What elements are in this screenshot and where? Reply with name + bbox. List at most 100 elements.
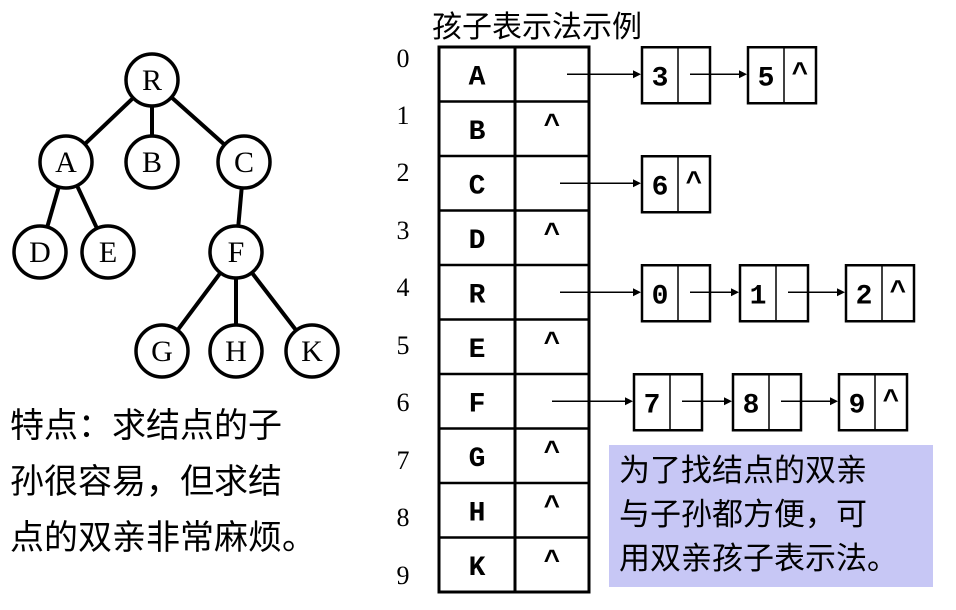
table-row-5: E^ xyxy=(439,318,589,366)
row-data: C xyxy=(469,171,486,202)
arrow-head xyxy=(633,70,641,79)
tree-node-circle xyxy=(38,134,94,190)
row-index-0: 0 xyxy=(396,44,410,73)
child-node-box xyxy=(640,46,712,105)
table-row-7: G^ xyxy=(439,427,589,475)
table-row-9: K^ xyxy=(439,536,589,584)
tree-node-label: D xyxy=(29,236,51,269)
child-node-3: 3 xyxy=(640,46,712,105)
tree-edge-A-E xyxy=(75,184,99,230)
table-row-2: C xyxy=(439,154,589,202)
tree-node-label: C xyxy=(234,146,254,179)
tree-node-label: E xyxy=(99,236,117,269)
child-node-9: 9^ xyxy=(837,373,909,432)
row-index-3: 3 xyxy=(396,216,410,245)
arrow-head xyxy=(724,397,732,406)
table-row-4: R xyxy=(439,263,589,311)
tree-edge-F-K xyxy=(250,271,298,332)
tree-node-circle xyxy=(124,52,180,108)
tree-node-b: B xyxy=(124,134,180,190)
left-note-line-2: 孙很容易，但求结 xyxy=(10,462,282,502)
child-node-5: 5^ xyxy=(746,46,818,105)
null-pointer: ^ xyxy=(883,386,900,417)
tree-node-label: F xyxy=(228,236,245,269)
tree-edge-A-D xyxy=(45,186,61,228)
tree-node-circle xyxy=(208,323,264,379)
arrow-head xyxy=(837,288,845,297)
row-index-8: 8 xyxy=(396,503,410,532)
child-node-box xyxy=(640,264,712,323)
child-index: 5 xyxy=(758,63,775,94)
tree-node-label: H xyxy=(225,335,247,368)
row-data: D xyxy=(469,226,486,257)
tree-node-label: B xyxy=(142,146,162,179)
child-index: 9 xyxy=(849,390,866,421)
arrow-head xyxy=(731,288,739,297)
left-note-line-1: 特点：求结点的子 xyxy=(10,406,282,446)
hint-box: 为了找结点的双亲 与子孙都方便，可 用双亲孩子表示法。 xyxy=(609,445,933,587)
child-node-6: 6^ xyxy=(640,155,712,214)
tree-node-circle xyxy=(12,224,68,280)
child-node-box xyxy=(731,373,803,432)
node-table: AB^CD^RE^FG^H^K^ xyxy=(437,45,591,594)
row-index-5: 5 xyxy=(396,331,410,360)
tree-node-circle xyxy=(208,224,264,280)
child-node-box xyxy=(844,264,916,323)
tree-node-a: A xyxy=(38,134,94,190)
child-node-7: 7 xyxy=(632,373,704,432)
left-note: 特点：求结点的子 孙很容易，但求结 点的双亲非常麻烦。 xyxy=(10,398,370,566)
row-index-9: 9 xyxy=(396,561,410,590)
null-pointer: ^ xyxy=(544,547,561,578)
row-index-1: 1 xyxy=(396,101,410,130)
child-index: 6 xyxy=(652,172,669,203)
child-node-box xyxy=(746,46,818,105)
table-row-6: F xyxy=(439,372,589,420)
null-pointer: ^ xyxy=(792,59,809,90)
child-index: 1 xyxy=(750,281,767,312)
child-index: 8 xyxy=(743,390,760,421)
child-node-0: 0 xyxy=(640,264,712,323)
tree-node-c: C xyxy=(216,134,272,190)
row-data: E xyxy=(469,335,486,366)
row-data: F xyxy=(469,389,486,420)
row-index-6: 6 xyxy=(396,388,410,417)
row-data: B xyxy=(469,117,486,148)
tree-edge-F-G xyxy=(175,271,223,332)
child-node-2: 2^ xyxy=(844,264,916,323)
child-index: 0 xyxy=(652,281,669,312)
hint-line-3: 用双亲孩子表示法。 xyxy=(619,541,898,577)
table-row-3: D^ xyxy=(439,209,589,257)
row-index-2: 2 xyxy=(396,158,410,187)
hint-line-2: 与子孙都方便，可 xyxy=(619,497,867,533)
child-node-box xyxy=(837,373,909,432)
child-list-2: 6^ xyxy=(560,155,712,214)
child-node-box xyxy=(640,155,712,214)
child-index: 7 xyxy=(644,390,661,421)
tree-node-circle xyxy=(284,323,340,379)
table-row-1: B^ xyxy=(439,100,589,148)
row-data: H xyxy=(469,498,486,529)
null-pointer: ^ xyxy=(686,168,703,199)
row-index-4: 4 xyxy=(396,273,410,302)
child-list-4: 0 1 2^ xyxy=(560,264,916,323)
tree-node-f: F xyxy=(208,224,264,280)
null-pointer: ^ xyxy=(544,111,561,142)
tree-node-h: H xyxy=(208,323,264,379)
arrow-head xyxy=(830,397,838,406)
tree-edge-R-C xyxy=(170,95,226,147)
child-node-box xyxy=(738,264,810,323)
tree-node-circle xyxy=(216,134,272,190)
arrow-head xyxy=(633,179,641,188)
null-pointer: ^ xyxy=(544,438,561,469)
tree-node-label: K xyxy=(301,335,323,368)
null-pointer: ^ xyxy=(544,492,561,523)
tree-node-d: D xyxy=(12,224,68,280)
row-data: A xyxy=(469,62,486,93)
tree-node-k: K xyxy=(284,323,340,379)
tree-node-label: A xyxy=(55,146,77,179)
tree-node-r: R xyxy=(124,52,180,108)
